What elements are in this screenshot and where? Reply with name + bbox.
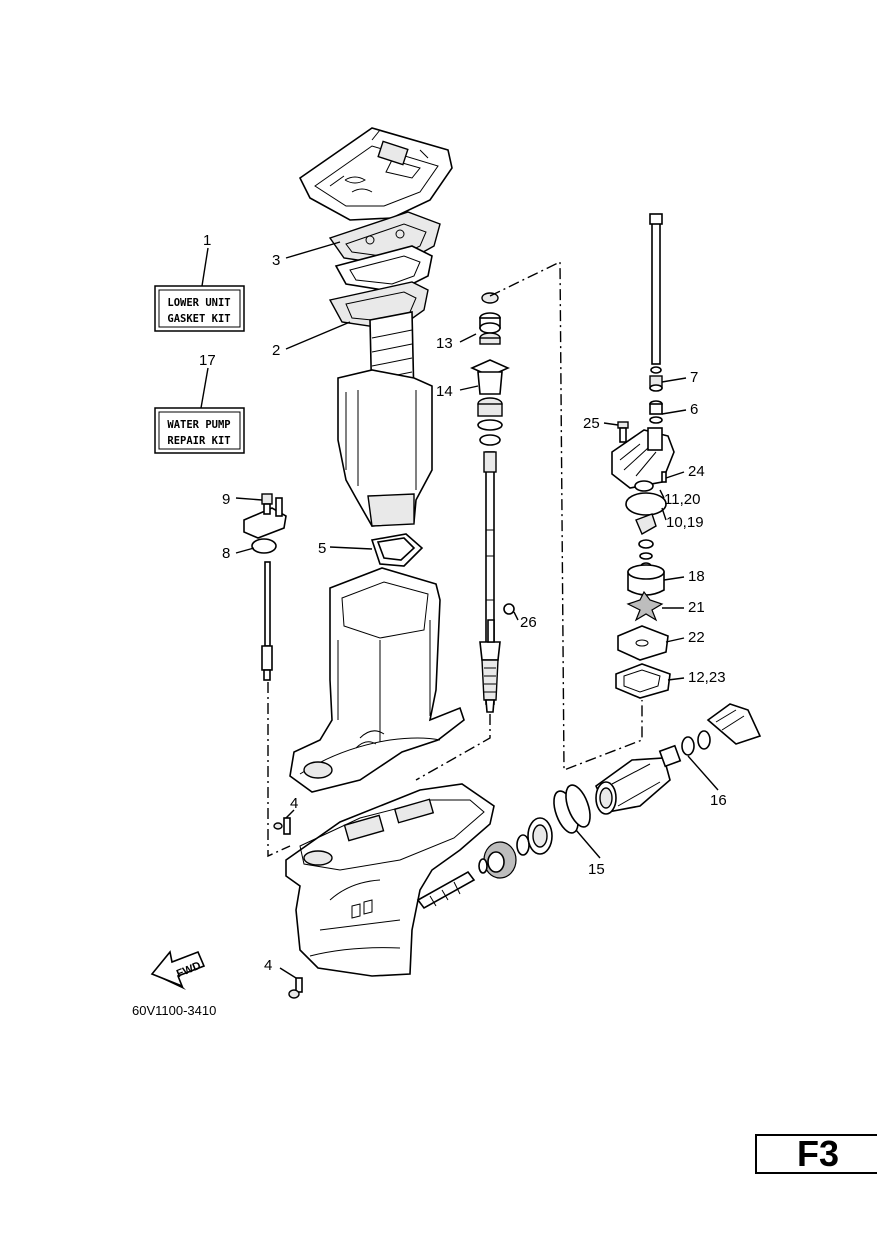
callout-26: 26 bbox=[520, 614, 537, 631]
kit-17-line-1: WATER PUMP bbox=[167, 419, 230, 431]
water-pump-repair-kit-label: 17 WATER PUMP REPAIR KIT bbox=[154, 352, 245, 454]
callout-13: 13 bbox=[436, 335, 453, 352]
bolt-4-upper bbox=[273, 817, 291, 835]
callout-9: 9 bbox=[222, 491, 230, 508]
shim-washer bbox=[478, 858, 488, 874]
o-ring-26 bbox=[503, 603, 515, 615]
propeller-spacer bbox=[706, 703, 762, 745]
bolt-4-lower bbox=[288, 977, 303, 999]
impeller-21 bbox=[626, 590, 664, 622]
drive-shaft-bearing-13 bbox=[479, 292, 501, 345]
callout-10-19: 10,19 bbox=[666, 514, 704, 531]
callout-8: 8 bbox=[222, 545, 230, 562]
assembly-lines bbox=[267, 260, 643, 858]
callout-17: 17 bbox=[199, 352, 216, 369]
propeller-shaft bbox=[416, 870, 476, 910]
water-tube bbox=[649, 213, 663, 365]
kit-1-line-2: GASKET KIT bbox=[167, 313, 230, 325]
propeller-shaft-housing bbox=[594, 757, 671, 815]
housing-bearing bbox=[658, 744, 682, 768]
lower-unit-gasket-kit-label: 1 LOWER UNIT GASKET KIT bbox=[154, 232, 245, 332]
kit-17-line-2: REPAIR KIT bbox=[167, 435, 230, 447]
callout-22: 22 bbox=[688, 629, 705, 646]
diagram-code: 60V1100-3410 bbox=[132, 1003, 216, 1018]
callout-4-lower: 4 bbox=[264, 957, 272, 974]
callout-16: 16 bbox=[710, 792, 727, 809]
fwd-arrow: FWD bbox=[150, 950, 206, 990]
bearing-housing-14 bbox=[470, 359, 510, 446]
upper-exhaust-guide bbox=[298, 127, 453, 221]
upper-casing bbox=[289, 567, 465, 793]
callout-14: 14 bbox=[436, 383, 453, 400]
callout-18: 18 bbox=[688, 568, 705, 585]
lower-casing bbox=[285, 783, 495, 977]
shift-rod bbox=[261, 561, 273, 681]
pin-24 bbox=[661, 471, 667, 483]
callout-24: 24 bbox=[688, 463, 705, 480]
bearing-outer bbox=[516, 817, 553, 856]
grommet-6 bbox=[649, 400, 663, 424]
callout-5: 5 bbox=[318, 540, 326, 557]
callout-21: 21 bbox=[688, 599, 705, 616]
callout-15: 15 bbox=[588, 861, 605, 878]
forward-gear bbox=[483, 841, 517, 879]
o-ring-8 bbox=[251, 538, 277, 554]
callout-3: 3 bbox=[272, 252, 280, 269]
callout-11-20: 11,20 bbox=[664, 491, 700, 508]
gasket-12-23 bbox=[615, 663, 671, 699]
impeller-housing-18 bbox=[627, 564, 665, 596]
callout-25: 25 bbox=[583, 415, 600, 432]
leader-lines bbox=[235, 241, 719, 979]
exhaust-manifold bbox=[337, 369, 433, 527]
callout-1: 1 bbox=[203, 232, 211, 249]
shift-rod-bracket bbox=[243, 493, 287, 539]
callout-6: 6 bbox=[690, 401, 698, 418]
bolt-25 bbox=[617, 421, 629, 443]
kit-1-line-1: LOWER UNIT bbox=[167, 297, 230, 309]
outer-plate-22 bbox=[617, 625, 669, 661]
o-rings-15 bbox=[553, 784, 591, 834]
pump-housing bbox=[611, 427, 675, 489]
gasket-5 bbox=[370, 533, 424, 567]
oil-seals-16 bbox=[681, 730, 711, 756]
exhaust-plate bbox=[334, 245, 433, 293]
callout-4-upper: 4 bbox=[290, 795, 298, 812]
grommet-7 bbox=[649, 366, 663, 392]
callout-2: 2 bbox=[272, 342, 280, 359]
drive-shaft bbox=[479, 451, 501, 713]
insert-cartridge bbox=[635, 513, 657, 570]
o-ring-11-20 bbox=[634, 480, 654, 492]
o-ring-10-19 bbox=[625, 492, 667, 516]
callout-12-23: 12,23 bbox=[688, 669, 726, 686]
page-label: F3 bbox=[755, 1133, 877, 1174]
callout-7: 7 bbox=[690, 369, 698, 386]
